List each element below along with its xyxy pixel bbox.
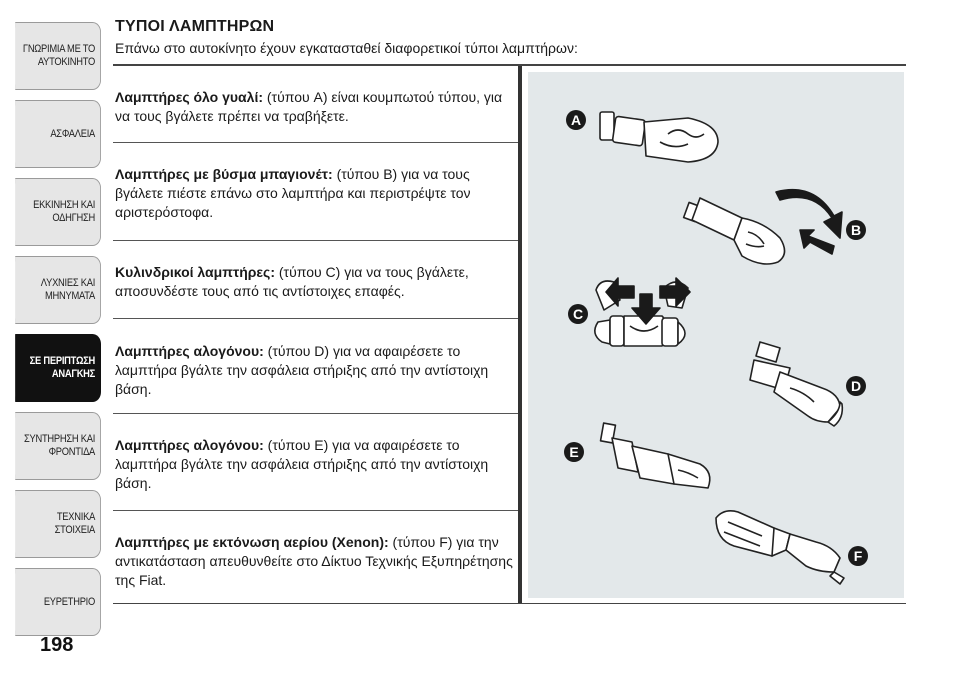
- section-heading: Κυλινδρικοί λαμπτήρες:: [115, 264, 275, 280]
- section-heading: Λαμπτήρες όλο γυαλί:: [115, 89, 263, 105]
- label-b: B: [851, 222, 861, 238]
- section-type-c: Κυλινδρικοί λαμπτήρες: (τύπου C) για να …: [115, 263, 515, 301]
- section-heading: Λαμπτήρες αλογόνου:: [115, 437, 264, 453]
- tab-technical-data[interactable]: ΤΕΧΝΙΚΑ ΣΤΟΙΧΕΙΑ: [15, 490, 101, 558]
- bulb-a-icon: [599, 111, 719, 163]
- section-divider: [113, 240, 518, 241]
- label-e: E: [569, 444, 578, 460]
- section-text: (τύπου B) για να τους βγάλετε πιέστε επά…: [115, 166, 471, 220]
- tab-warning-lights[interactable]: ΛΥΧΝΙΕΣ ΚΑΙ ΜΗΝΥΜΑΤΑ: [15, 256, 101, 324]
- top-rule: [113, 64, 906, 66]
- section-type-f: Λαμπτήρες με εκτόνωση αερίου (Xenon): (τ…: [115, 533, 515, 590]
- section-divider: [113, 142, 518, 143]
- bulb-types-illustration: A B C D E F: [528, 72, 904, 598]
- section-text: (τύπου A) είναι κουμπωτού τύπου, για να …: [115, 89, 503, 124]
- section-divider: [113, 318, 518, 319]
- label-c: C: [573, 306, 583, 322]
- page-number: 198: [40, 634, 74, 656]
- section-text: (τύπου E) για να αφαιρέσετε το λαμπτήρα …: [115, 437, 489, 491]
- bulb-drawings: A B C D E F: [564, 110, 868, 585]
- tab-safety[interactable]: ΑΣΦΑΛΕΙΑ: [15, 100, 101, 168]
- tab-emergency[interactable]: ΣΕ ΠΕΡΙΠΤΩΣΗ ΑΝΑΓΚΗΣ: [15, 334, 101, 402]
- label-d: D: [851, 378, 861, 394]
- clip-arrow-down-icon: [631, 293, 661, 325]
- section-heading: Λαμπτήρες με εκτόνωση αερίου (Xenon):: [115, 534, 389, 550]
- section-divider: [113, 510, 518, 511]
- bulb-f-icon: [715, 510, 845, 585]
- tab-getting-to-know-car[interactable]: ΓΝΩΡΙΜΙΑ ΜΕ ΤΟ ΑΥΤΟΚΙΝΗΤΟ: [15, 22, 101, 90]
- page-title: ΤΥΠΟΙ ΛΑΜΠΤΗΡΩΝ: [115, 18, 275, 35]
- section-type-e: Λαμπτήρες αλογόνου: (τύπου E) για να αφα…: [115, 436, 515, 493]
- bulb-b-icon: [682, 197, 786, 265]
- section-text: (τύπου D) για να αφαιρέσετε το λαμπτήρα …: [115, 343, 489, 397]
- bottom-rule: [113, 603, 906, 604]
- press-arrow-icon: [799, 229, 835, 255]
- section-type-a: Λαμπτήρες όλο γυαλί: (τύπου A) είναι κου…: [115, 88, 515, 126]
- tab-starting-driving[interactable]: ΕΚΚΙΝΗΣΗ ΚΑΙ ΟΔΗΓΗΣΗ: [15, 178, 101, 246]
- column-divider: [518, 66, 522, 604]
- section-text: (τύπου F) για την αντικατάσταση απευθυνθ…: [115, 534, 513, 588]
- section-heading: Λαμπτήρες αλογόνου:: [115, 343, 264, 359]
- section-heading: Λαμπτήρες με βύσμα μπαγιονέτ:: [115, 166, 333, 182]
- label-a: A: [571, 112, 581, 128]
- tab-maintenance[interactable]: ΣΥΝΤΗΡΗΣΗ ΚΑΙ ΦΡΟΝΤΙΔΑ: [15, 412, 101, 480]
- clip-arrow-left-icon: [605, 277, 635, 307]
- section-divider: [113, 413, 518, 414]
- section-type-d: Λαμπτήρες αλογόνου: (τύπου D) για να αφα…: [115, 342, 515, 399]
- section-type-b: Λαμπτήρες με βύσμα μπαγιονέτ: (τύπου B) …: [115, 165, 515, 222]
- bulb-d-icon: [749, 341, 844, 427]
- section-text: (τύπου C) για να τους βγάλετε, αποσυνδέσ…: [115, 264, 469, 299]
- clip-arrow-right-icon: [659, 277, 691, 307]
- bulb-e-icon: [599, 422, 711, 489]
- tab-index[interactable]: ΕΥΡΕΤΗΡΙΟ: [15, 568, 101, 636]
- page-subtitle: Επάνω στο αυτοκίνητο έχουν εγκατασταθεί …: [115, 40, 578, 56]
- rotate-arrow-icon: [775, 188, 843, 239]
- label-f: F: [854, 548, 863, 564]
